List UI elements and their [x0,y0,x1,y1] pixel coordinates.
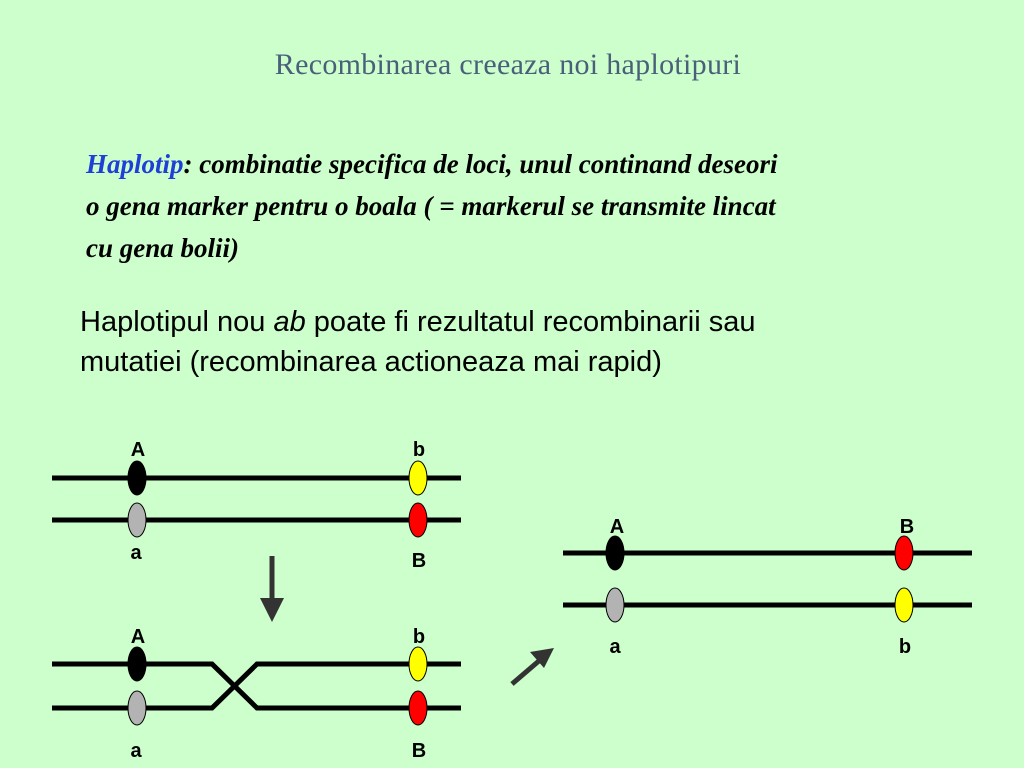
allele-b-marker [894,587,914,623]
allele-a-marker [127,690,147,726]
parental-chromosome-pair: A b a B [52,439,461,572]
statement-part-2: poate fi rezultatul recombinarii sau [305,306,756,338]
crossover-chromosome-top [52,661,461,711]
recombinant-chromosome-pair: A B a b [563,516,972,658]
crossover-chromosome-pair: A b a B [52,626,461,762]
label-A: A [131,439,145,461]
label-a: a [130,740,142,762]
label-b: b [413,439,425,461]
allele-b-marker [408,646,428,682]
label-A: A [131,626,145,648]
allele-B-marker [894,535,914,571]
label-B: B [412,740,426,762]
allele-B-marker [408,502,428,538]
allele-A-marker [127,646,147,682]
allele-a-marker [605,587,625,623]
allele-a-marker [127,502,147,538]
label-B: B [412,550,426,572]
diagonal-arrow-icon [510,648,554,686]
definition-term: Haplotip [86,149,184,179]
down-arrow-icon [260,556,284,622]
label-A: A [610,516,624,538]
label-a: a [609,636,621,658]
recombination-statement: Haplotipul nou ab poate fi rezultatul re… [80,302,980,382]
allele-B-marker [408,690,428,726]
label-a: a [130,542,142,564]
haplotype-definition: Haplotip: combinatie specifica de loci, … [86,143,986,269]
crossover-chromosome-bottom [52,661,461,711]
definition-line-1: : combinatie specifica de loci, unul con… [183,149,778,179]
allele-A-marker [605,535,625,571]
allele-b-marker [408,460,428,496]
statement-part-1: Haplotipul nou [80,306,274,338]
label-B: B [900,516,914,538]
slide-title: Recombinarea creeaza noi haplotipuri [274,48,742,81]
definition-line-2: o gena marker pentru o boala ( = markeru… [86,191,776,221]
allele-A-marker [127,460,147,496]
definition-line-3: cu gena bolii) [86,233,239,263]
statement-italic-ab: ab [273,306,306,338]
label-b: b [413,626,425,648]
statement-line-2: mutatiei (recombinarea actioneaza mai ra… [80,346,662,378]
label-b: b [899,636,911,658]
